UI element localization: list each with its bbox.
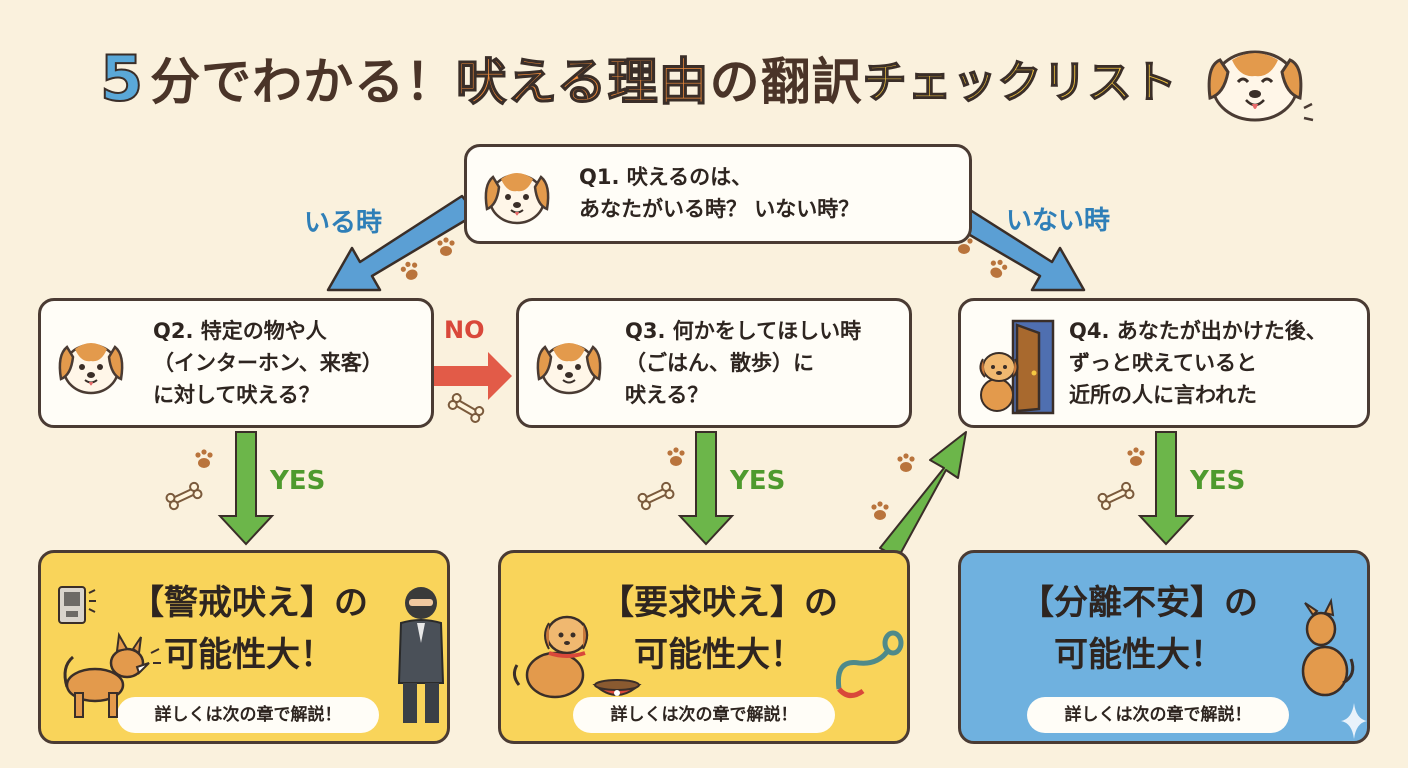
question-box-q2: Q2. 特定の物や人 （インターホン、来客） に対して吠える？ [38, 298, 434, 428]
paw-print-icon [195, 235, 1145, 520]
dog-face-icon [58, 343, 124, 395]
title-part-5: チェックリスト [862, 56, 1178, 109]
result-demand-note: 詳しくは次の章で解説！ [573, 697, 835, 733]
dog-bowl-icon [592, 679, 642, 696]
result-separation-note: 詳しくは次の章で解説！ [1027, 697, 1289, 733]
question-q4-text: Q4. あなたが出かけた後、 ずっと吠えていると 近所の人に言われた [1069, 319, 1327, 407]
result-box-separation: 【分離不安】の 可能性大！ 詳しくは次の章で解説！ [958, 550, 1370, 744]
question-q2-text: Q2. 特定の物や人 （インターホン、来客） に対して吠える？ [153, 319, 383, 407]
result-alert-title: 【警戒吠え】の 可能性大！ [130, 583, 368, 675]
result-box-alert: 【警戒吠え】の 可能性大！ 詳しくは次の章で解説！ [38, 550, 450, 744]
label-yes-2: YES [730, 466, 786, 496]
dog-face-icon [536, 343, 602, 395]
question-box-q4: Q4. あなたが出かけた後、 ずっと吠えていると 近所の人に言われた [958, 298, 1370, 428]
title-part-4: の翻訳 [709, 53, 863, 111]
result-alert-note: 詳しくは次の章で解説！ [117, 697, 379, 733]
dog-face-icon [484, 173, 550, 225]
arrow-no [434, 352, 512, 400]
arrow-present [326, 194, 478, 292]
question-box-q1: Q1. 吠えるのは、 あなたがいる時？ いない時？ [464, 144, 972, 244]
question-q3-text: Q3. 何かをしてほしい時 （ごはん、散歩）に 吠える？ [625, 319, 862, 407]
howling-dog-icon [1301, 597, 1355, 697]
sparkle-icon [1341, 703, 1367, 739]
sad-dog-icon [979, 352, 1019, 412]
leash-icon [835, 630, 904, 698]
label-no: NO [444, 316, 485, 344]
arrow-yes-3 [1137, 431, 1195, 546]
title-part-2: 分でわかる！ [150, 53, 457, 111]
door-icon [979, 319, 1055, 415]
barking-dog-icon [63, 631, 161, 718]
intercom-icon [58, 586, 96, 624]
sitting-dog-icon [512, 615, 642, 699]
label-yes-1: YES [270, 466, 326, 496]
label-present: いる時 [304, 208, 383, 238]
title-part-3: 吠える理由 [455, 52, 710, 112]
burglar-icon [397, 587, 445, 723]
question-q1-text: Q1. 吠えるのは、 あなたがいる時？ いない時？ [579, 165, 860, 221]
question-box-q3: Q3. 何かをしてほしい時 （ごはん、散歩）に 吠える？ [516, 298, 912, 428]
result-demand-title: 【要求吠え】の 可能性大！ [600, 583, 838, 675]
arrow-yes-2 [677, 431, 735, 546]
page-title: 5 分でわかる！ 吠える理由 の翻訳 チェックリスト [99, 38, 1178, 118]
result-box-demand: 【要求吠え】の 可能性大！ 詳しくは次の章で解説！ [498, 550, 910, 744]
label-absent: いない時 [1006, 206, 1111, 236]
bone-icon [165, 393, 1135, 511]
arrow-up [879, 431, 967, 559]
dog-face-icon [1207, 50, 1314, 122]
title-number: 5 [99, 41, 145, 116]
arrow-yes-1 [217, 431, 275, 546]
result-separation-title: 【分離不安】の 可能性大！ [1020, 583, 1258, 675]
label-yes-3: YES [1190, 466, 1246, 496]
